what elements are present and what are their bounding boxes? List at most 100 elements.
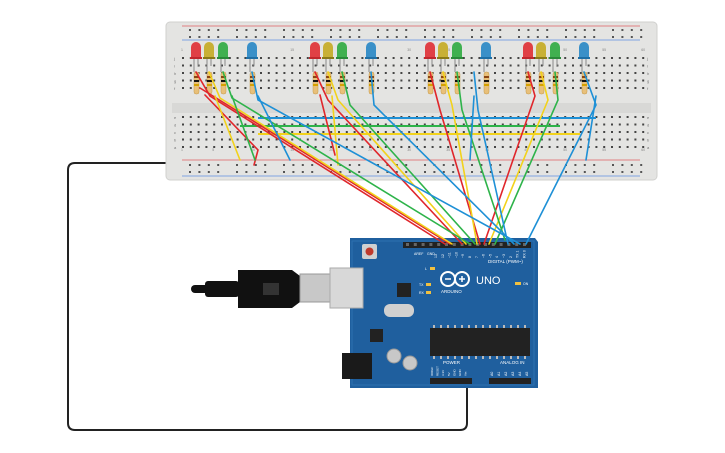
row-letter: c (174, 130, 176, 135)
wire-green[interactable] (494, 71, 559, 245)
power-jack[interactable] (342, 353, 372, 379)
power-header[interactable] (430, 378, 472, 384)
yellow-led[interactable] (203, 42, 215, 72)
tx-label: TX (419, 283, 424, 287)
capacitor-1 (386, 348, 402, 364)
column-label: 15 (290, 48, 294, 52)
red-led[interactable] (309, 42, 321, 72)
wire-blue[interactable] (370, 71, 515, 245)
wire-red[interactable] (319, 94, 336, 156)
row-letter: e (647, 115, 650, 120)
yellow-led[interactable] (322, 42, 334, 72)
wire-yellow[interactable] (442, 71, 478, 245)
wire-green[interactable] (456, 71, 506, 241)
column-label: 50 (563, 148, 567, 152)
row-letter: j (646, 56, 648, 61)
red-led[interactable] (190, 42, 202, 72)
arduino-model-text: UNO (476, 275, 501, 287)
black-ground-wire[interactable] (67, 162, 468, 431)
signal-wires (195, 71, 597, 245)
usb-interface-chip (397, 283, 411, 297)
row-letter: h (174, 71, 176, 76)
wire-red[interactable] (195, 71, 446, 245)
arduino-logo (440, 271, 470, 287)
resistor[interactable] (581, 71, 588, 95)
atmega-chip (430, 328, 530, 356)
on-label: ON (523, 282, 529, 286)
usb-cable[interactable] (191, 267, 364, 309)
analog-header-label: ANALOG IN (500, 360, 525, 365)
column-label: 1 (181, 148, 183, 152)
row-letter: b (174, 138, 177, 143)
column-label: 60 (641, 48, 645, 52)
wire-red[interactable] (199, 87, 451, 245)
wire-yellow[interactable] (327, 71, 467, 245)
wire-blue[interactable] (251, 71, 521, 245)
wire-blue[interactable] (585, 95, 597, 161)
row-letter: g (647, 79, 649, 84)
row-letter: j (173, 56, 175, 61)
red-led[interactable] (522, 42, 534, 72)
capacitor-2 (402, 355, 418, 371)
wire-yellow[interactable] (214, 95, 241, 161)
reset-button-cap[interactable] (365, 247, 374, 256)
green-led[interactable] (451, 42, 463, 72)
column-label: 45 (524, 148, 528, 152)
wire-blue[interactable] (257, 95, 291, 161)
digital-pin-label: 12 (441, 254, 445, 258)
column-label: 30 (407, 48, 411, 52)
wire-green[interactable] (341, 71, 476, 245)
row-letter: f (174, 86, 176, 91)
wire-red[interactable] (314, 71, 463, 245)
column-label: 35 (446, 148, 450, 152)
green-led[interactable] (336, 42, 348, 72)
power-header-label: POWER (443, 360, 461, 365)
resistor[interactable] (483, 71, 490, 95)
yellow-led[interactable] (437, 42, 449, 72)
wire-red[interactable] (429, 71, 481, 245)
digital-pin-label: 13 (434, 254, 438, 258)
wire-yellow[interactable] (208, 71, 453, 245)
gnd-label: GND (427, 252, 435, 256)
blue-led[interactable] (480, 42, 492, 72)
wire-yellow[interactable] (488, 71, 549, 245)
column-label: 10 (251, 148, 255, 152)
red-led[interactable] (424, 42, 436, 72)
digital-pin-label: 8 (468, 256, 472, 258)
wire-yellow[interactable] (331, 95, 339, 166)
green-led[interactable] (217, 42, 229, 72)
rx-indicator (426, 291, 431, 294)
analog-header[interactable] (489, 378, 531, 384)
analog-pin-label: A0 (490, 372, 494, 376)
tx-indicator (426, 283, 431, 286)
wire-blue[interactable] (473, 71, 509, 245)
digital-pin-label: ~6 (482, 254, 486, 258)
wire-red[interactable] (483, 71, 536, 245)
power-pin-label: 5V (447, 372, 451, 376)
digital-pin-label: ~5 (488, 254, 492, 258)
digital-pin-label: ~3 (502, 254, 506, 258)
blue-led[interactable] (246, 42, 258, 72)
green-led[interactable] (549, 42, 561, 72)
rx-label: RX (419, 291, 425, 295)
column-label: 5 (212, 148, 214, 152)
yellow-led[interactable] (535, 42, 547, 72)
on-indicator (515, 282, 521, 285)
column-label: 30 (407, 148, 411, 152)
row-letter: d (647, 123, 649, 128)
column-label: 1 (181, 48, 183, 52)
row-letter: f (647, 86, 649, 91)
digital-pin-label: RX 0 (522, 250, 526, 258)
row-letter: d (174, 123, 176, 128)
column-label: 55 (602, 48, 606, 52)
wire-blue[interactable] (469, 95, 475, 161)
power-pin-label: GND (458, 369, 462, 377)
wire-blue[interactable] (525, 71, 597, 245)
blue-led[interactable] (365, 42, 377, 72)
wire-green[interactable] (231, 95, 256, 161)
blue-led[interactable] (578, 42, 590, 72)
usb-port[interactable] (329, 267, 364, 309)
resistor[interactable] (193, 71, 200, 95)
